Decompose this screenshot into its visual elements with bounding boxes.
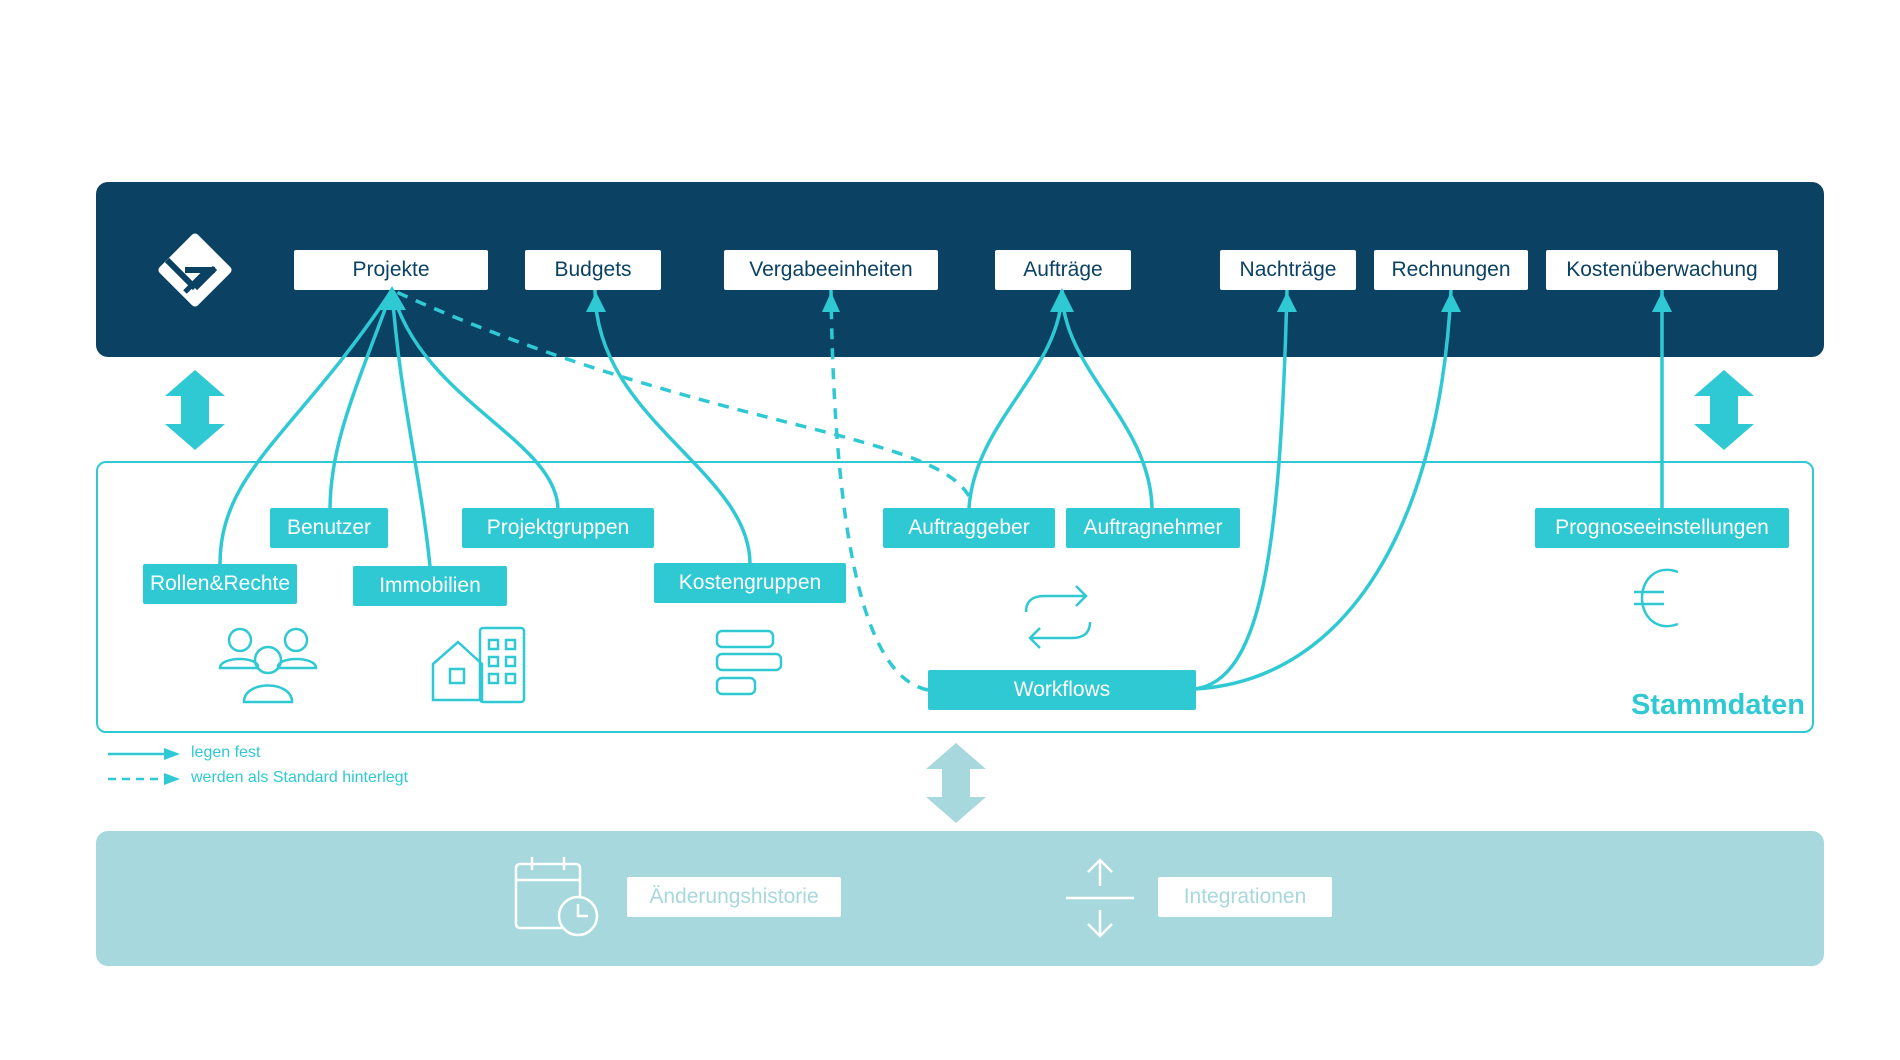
bottom-integrationen: Integrationen [1158, 877, 1332, 917]
stammdaten-kostengruppen: Kostengruppen [654, 563, 846, 603]
module-kostenueberwachung: Kostenüberwachung [1546, 250, 1778, 290]
legend-solid-label: legen fest [191, 744, 261, 761]
module-vergabeeinheiten: Vergabeeinheiten [724, 250, 938, 290]
calendar-clock-icon [514, 857, 599, 937]
module-nachtraege: Nachträge [1220, 250, 1356, 290]
up-down-arrows-icon [1066, 858, 1134, 938]
stammdaten-auftragnehmer: Auftragnehmer [1066, 508, 1240, 548]
logo-icon [158, 233, 232, 307]
euro-icon [1634, 568, 1679, 628]
module-auftraege: Aufträge [995, 250, 1131, 290]
bottom-aenderungshistorie: Änderungshistorie [627, 877, 841, 917]
double-arrow-icon [1694, 370, 1754, 450]
users-icon [218, 627, 318, 704]
stammdaten-prognoseeinstellungen: Prognoseeinstellungen [1535, 508, 1789, 548]
stammdaten-projektgruppen: Projektgruppen [462, 508, 654, 548]
module-rechnungen: Rechnungen [1374, 250, 1528, 290]
module-budgets: Budgets [525, 250, 661, 290]
double-arrow-icon [926, 743, 986, 823]
stammdaten-title: Stammdaten [1630, 689, 1805, 721]
stammdaten-rollen-rechte: Rollen&Rechte [143, 564, 297, 604]
stammdaten-auftraggeber: Auftraggeber [883, 508, 1055, 548]
stammdaten-benutzer: Benutzer [270, 508, 388, 548]
cycle-arrows-icon [1024, 585, 1092, 649]
legend-dashed-label: werden als Standard hinterlegt [191, 769, 409, 786]
infrastructure-panel [96, 831, 1824, 966]
stammdaten-immobilien: Immobilien [353, 566, 507, 606]
double-arrow-icon [165, 370, 225, 450]
buildings-icon [431, 626, 526, 704]
stack-icon [715, 629, 783, 696]
module-projekte: Projekte [294, 250, 488, 290]
stammdaten-workflows: Workflows [928, 670, 1196, 710]
